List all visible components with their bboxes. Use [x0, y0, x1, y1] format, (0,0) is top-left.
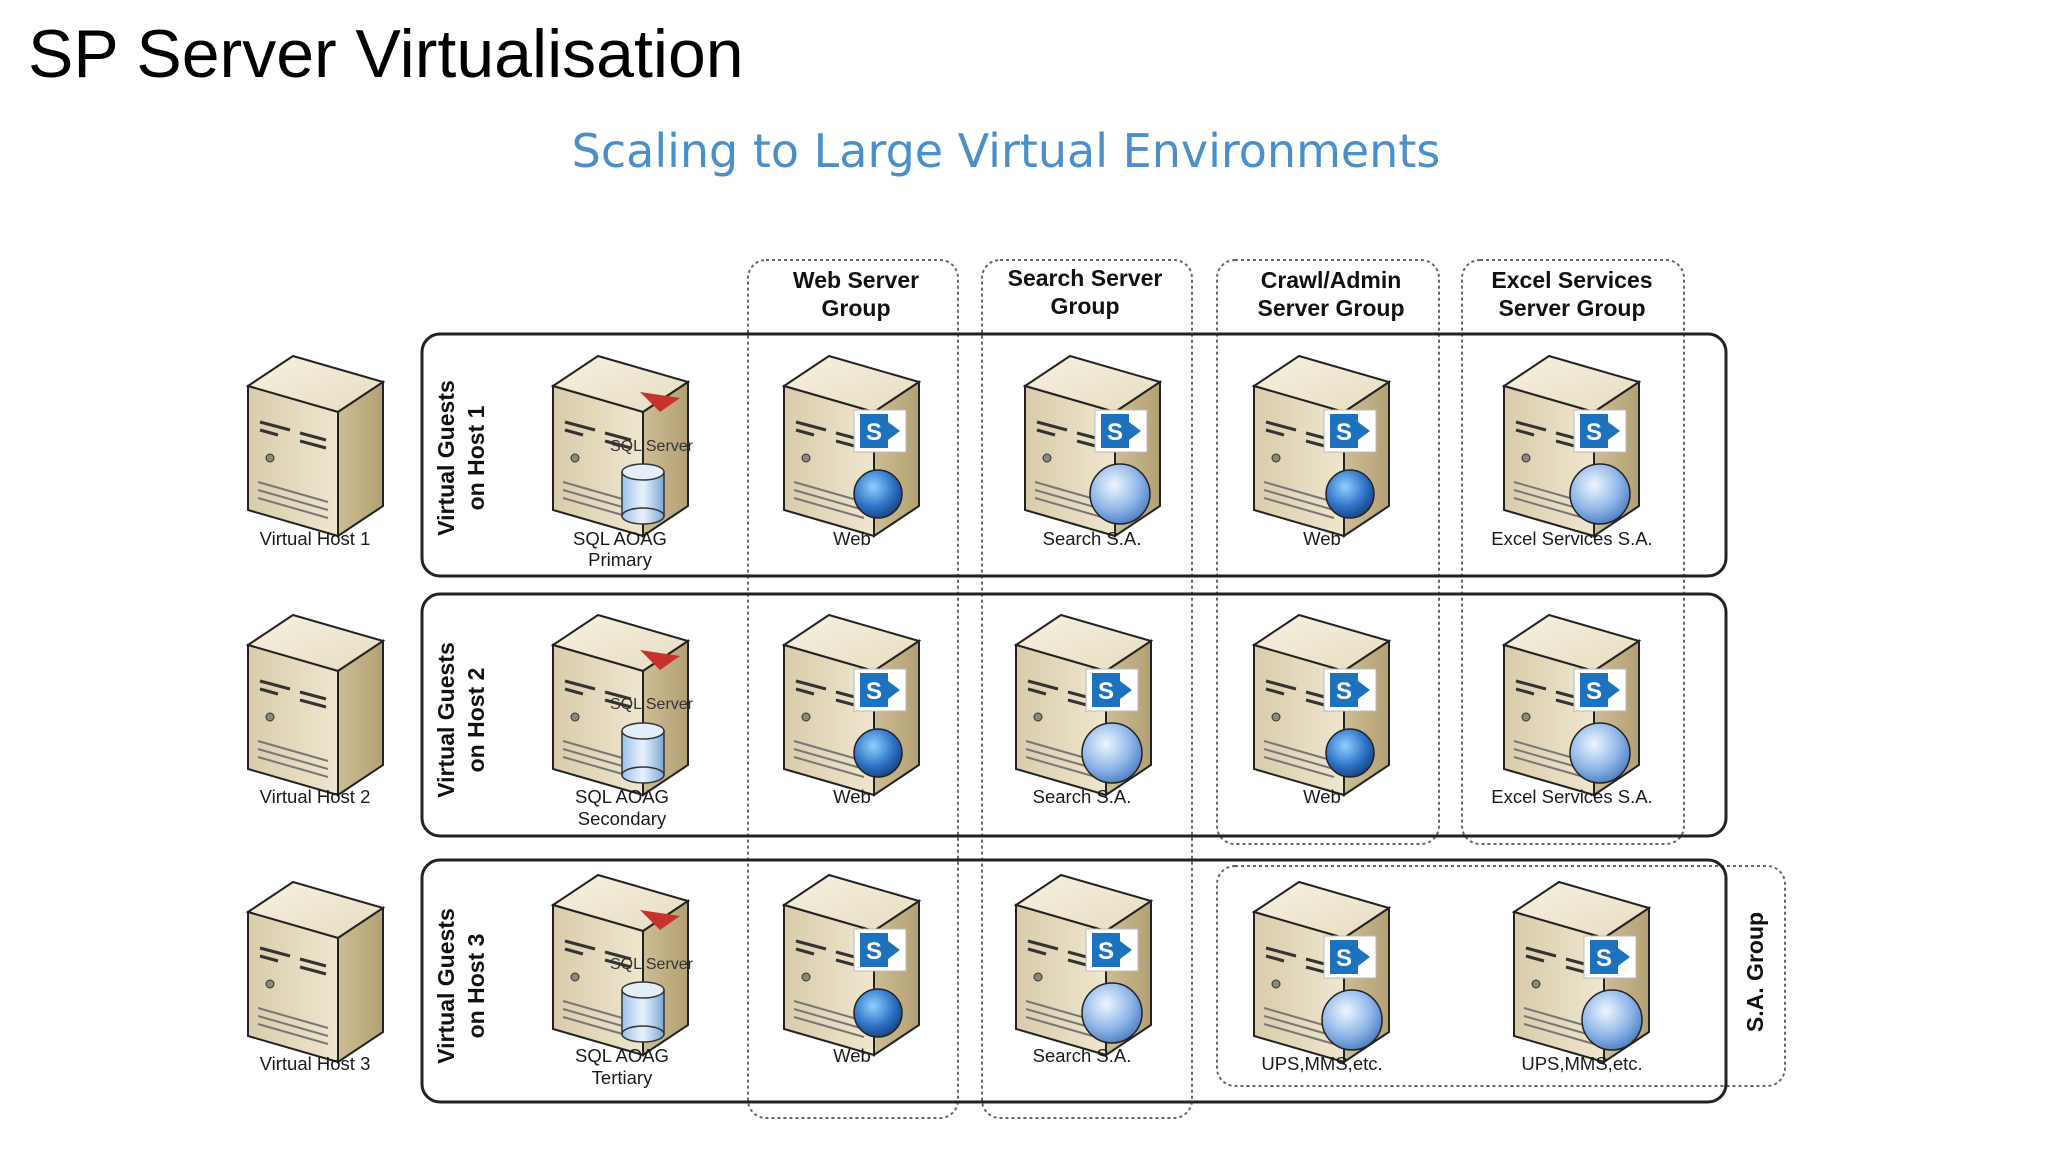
- search-label: Search S.A.: [1033, 1045, 1132, 1066]
- web-server-group-box: [747, 259, 959, 1119]
- col5-label: Web: [1303, 528, 1341, 549]
- row-host-3: Virtual Host 3 Virtual Guests on Host 3 …: [246, 873, 1651, 1088]
- server-tower-icon: [246, 880, 385, 1064]
- guests-label-line1: Virtual Guests: [433, 908, 459, 1064]
- crawl-group-label-2: Server Group: [1258, 295, 1405, 321]
- web-label: Web: [833, 786, 871, 807]
- excel-services-server-group-box: [1461, 259, 1685, 845]
- guests-label-line1: Virtual Guests: [433, 380, 459, 536]
- globe-blue-icon: [1089, 463, 1151, 525]
- server-tower-icon: [246, 354, 385, 538]
- col6-label: Excel Services S.A.: [1491, 786, 1652, 807]
- sql-label-2: Secondary: [578, 808, 667, 829]
- web-group-label-2: Group: [822, 295, 891, 321]
- page-title: SP Server Virtualisation: [28, 16, 744, 92]
- col5-label: UPS,MMS,etc.: [1261, 1053, 1382, 1074]
- sql-logo-mark: [640, 910, 680, 930]
- sql-logo-mark: [640, 650, 680, 670]
- sql-label-1: SQL AOAG: [575, 786, 669, 807]
- sharepoint-badge-icon: [1085, 928, 1139, 972]
- page-subtitle: Scaling to Large Virtual Environments: [571, 124, 1441, 178]
- sa-group-label: S.A. Group: [1742, 912, 1768, 1032]
- globe-green-icon: [1325, 469, 1375, 519]
- web-label: Web: [833, 528, 871, 549]
- row-host-1: Virtual Host 1 Virtual Guests on Host 1 …: [246, 354, 1653, 570]
- sql-logo-mark: [640, 392, 680, 412]
- excel-group-label-1: Excel Services: [1491, 267, 1652, 293]
- web-label: Web: [833, 1045, 871, 1066]
- globe-blue-icon: [1321, 989, 1383, 1051]
- group-boxes: [747, 259, 1786, 1119]
- sharepoint-badge-icon: [853, 409, 907, 453]
- host-2-box: [420, 592, 1728, 838]
- sql-label-2: Tertiary: [592, 1067, 653, 1088]
- guests-label-line2: on Host 2: [463, 668, 489, 773]
- guests-label-line2: on Host 3: [463, 934, 489, 1039]
- globe-green-icon: [853, 728, 903, 778]
- search-group-label-1: Search Server: [1008, 265, 1163, 291]
- globe-blue-icon: [1569, 722, 1631, 784]
- sharepoint-badge-icon: [1573, 668, 1627, 712]
- col6-label: Excel Services S.A.: [1491, 528, 1652, 549]
- search-label: Search S.A.: [1043, 528, 1142, 549]
- globe-blue-icon: [1081, 722, 1143, 784]
- sql-label-2: Primary: [588, 549, 652, 570]
- sharepoint-badge-icon: [1573, 409, 1627, 453]
- sharepoint-badge-icon: [1323, 935, 1377, 979]
- globe-green-icon: [853, 469, 903, 519]
- server-tower-icon: [246, 613, 385, 797]
- sharepoint-badge-icon: [1085, 668, 1139, 712]
- sql-logo-text: SQL Server: [610, 696, 694, 713]
- guests-label-line1: Virtual Guests: [433, 642, 459, 798]
- database-cylinder-icon: [621, 981, 665, 1043]
- host-label: Virtual Host 3: [260, 1053, 371, 1074]
- globe-blue-icon: [1081, 982, 1143, 1044]
- search-group-label-2: Group: [1051, 293, 1120, 319]
- row-host-2: Virtual Host 2 Virtual Guests on Host 2 …: [246, 613, 1653, 829]
- excel-group-label-2: Server Group: [1499, 295, 1646, 321]
- database-cylinder-icon: [621, 463, 665, 525]
- globe-blue-icon: [1581, 989, 1643, 1051]
- sql-logo-text: SQL Server: [610, 438, 694, 455]
- host-3-box: [420, 858, 1728, 1104]
- crawl-group-label-1: Crawl/Admin: [1261, 267, 1402, 293]
- host-label: Virtual Host 2: [260, 786, 371, 807]
- search-label: Search S.A.: [1033, 786, 1132, 807]
- sharepoint-badge-icon: [853, 668, 907, 712]
- sa-group-box: [1216, 865, 1786, 1087]
- sharepoint-badge-icon: [1323, 668, 1377, 712]
- globe-green-icon: [1325, 728, 1375, 778]
- col6-label: UPS,MMS,etc.: [1521, 1053, 1642, 1074]
- guests-label-line2: on Host 1: [463, 405, 489, 510]
- search-server-group-box: [981, 259, 1193, 1119]
- sharepoint-badge-icon: [1583, 935, 1637, 979]
- sql-label-1: SQL AOAG: [575, 1045, 669, 1066]
- sharepoint-badge-icon: [853, 928, 907, 972]
- sharepoint-badge-icon: [1323, 409, 1377, 453]
- globe-green-icon: [853, 988, 903, 1038]
- sql-label-1: SQL AOAG: [573, 528, 667, 549]
- crawl-admin-server-group-box: [1216, 259, 1440, 845]
- sharepoint-badge-icon: [1094, 409, 1148, 453]
- sql-logo-text: SQL Server: [610, 956, 694, 973]
- host-1-box: [420, 332, 1728, 578]
- database-cylinder-icon: [621, 722, 665, 784]
- web-group-label-1: Web Server: [793, 267, 919, 293]
- col5-label: Web: [1303, 786, 1341, 807]
- globe-blue-icon: [1569, 463, 1631, 525]
- host-label: Virtual Host 1: [260, 528, 371, 549]
